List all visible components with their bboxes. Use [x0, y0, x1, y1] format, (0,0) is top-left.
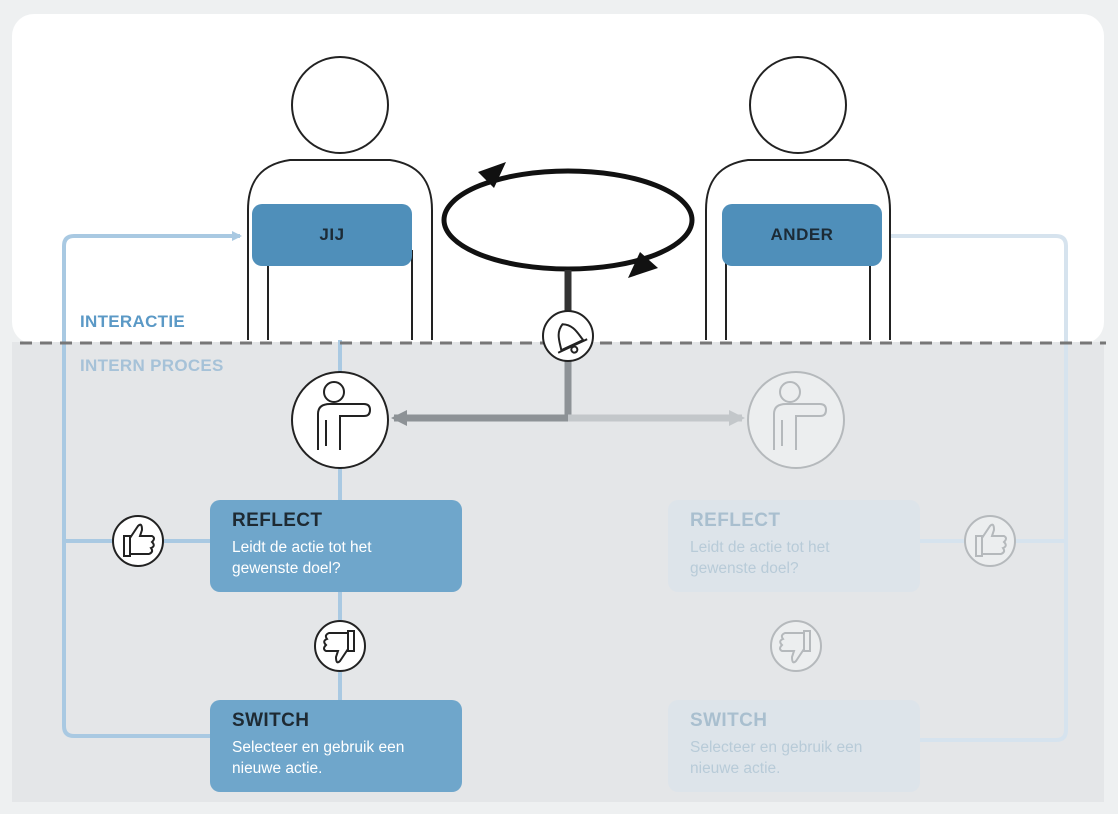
you-feedback-loop	[62, 231, 342, 738]
you-label: JIJ	[252, 204, 412, 266]
card-text: Leidt de actie tot het gewenste doel?	[690, 539, 830, 577]
trigger-arrows	[391, 360, 745, 426]
thumbs-down-icon	[314, 620, 366, 672]
internal-process-zone-label: INTERN PROCES	[80, 356, 224, 375]
you-reflect-card: REFLECT Leidt de actie tot het gewenste …	[210, 500, 462, 592]
thumbs-up-icon	[964, 515, 1016, 567]
other-label: ANDER	[722, 204, 882, 266]
card-title: SWITCH	[232, 710, 310, 731]
card-title: REFLECT	[232, 510, 323, 531]
card-title: REFLECT	[690, 510, 781, 531]
card-text: Leidt de actie tot het gewenste doel?	[232, 539, 372, 577]
bell-icon	[542, 310, 594, 362]
other-feedback-loop	[888, 234, 1068, 742]
card-text: Selecteer en gebruik een nieuwe actie.	[232, 739, 405, 777]
card-title: SWITCH	[690, 710, 768, 731]
card-text: Selecteer en gebruik een nieuwe actie.	[690, 739, 863, 777]
interaction-cycle	[441, 162, 695, 312]
other-reflect-card: REFLECT Leidt de actie tot het gewenste …	[668, 500, 920, 592]
stop-gesture-icon	[291, 371, 389, 469]
other-switch-card: SWITCH Selecteer en gebruik een nieuwe a…	[668, 700, 920, 792]
you-person-figure	[247, 56, 433, 340]
you-switch-card: SWITCH Selecteer en gebruik een nieuwe a…	[210, 700, 462, 792]
thumbs-up-icon	[112, 515, 164, 567]
other-person-figure	[705, 56, 891, 340]
interaction-zone-label: INTERACTIE	[80, 312, 185, 331]
thumbs-down-icon	[770, 620, 822, 672]
stop-gesture-icon	[747, 371, 845, 469]
